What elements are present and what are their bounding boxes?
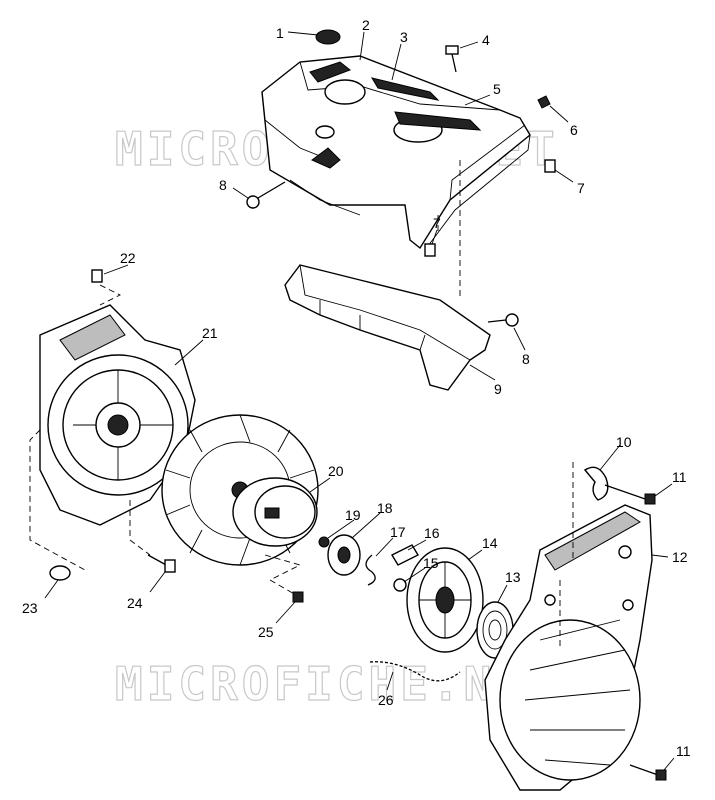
- callout-6: 6: [570, 122, 578, 138]
- callout-17: 17: [390, 524, 406, 540]
- pulley-part-14: [406, 547, 484, 653]
- callout-24: 24: [127, 595, 143, 611]
- recoil-housing-part-12: [484, 504, 653, 791]
- spring-part-17: [365, 554, 376, 586]
- cup-part-20: [232, 477, 318, 547]
- backplate-part-21: [39, 304, 196, 526]
- grommet-part-23: [49, 565, 71, 581]
- bolt-part-25: [292, 591, 304, 603]
- bolt-part-8a: [246, 181, 286, 209]
- callout-labels: 1 2 3 4 5 6 7 7 8 8 9 10 11 11 12 13 14 …: [22, 17, 691, 759]
- watermark-bottom: MICROFICHE.NET: [115, 657, 559, 711]
- callout-16: 16: [424, 525, 440, 541]
- rope-part-26: [369, 661, 461, 682]
- bolt-part-24: [147, 554, 176, 573]
- callout-13: 13: [505, 569, 521, 585]
- callout-14: 14: [482, 535, 498, 551]
- callout-20: 20: [328, 463, 344, 479]
- callout-3: 3: [400, 29, 408, 45]
- callout-15: 15: [423, 555, 439, 571]
- callout-23: 23: [22, 600, 38, 616]
- washer-part-15: [393, 578, 407, 592]
- callout-21: 21: [202, 325, 218, 341]
- callout-8a: 8: [219, 177, 227, 193]
- nut-part-6: [537, 95, 551, 109]
- callout-4: 4: [482, 32, 490, 48]
- pawl-part-16: [391, 544, 419, 566]
- shroud-part-9: [284, 264, 491, 391]
- callout-5: 5: [493, 81, 501, 97]
- leader-lines: [44, 31, 675, 771]
- callout-7a: 7: [577, 180, 585, 196]
- callout-2: 2: [362, 17, 370, 33]
- callout-9: 9: [494, 381, 502, 397]
- nut-part-19: [318, 536, 330, 548]
- callout-7b: 7: [433, 215, 441, 231]
- callout-26: 26: [378, 692, 394, 708]
- callout-25: 25: [258, 624, 274, 640]
- clamp-part-10: [583, 466, 609, 501]
- callout-10: 10: [616, 434, 632, 450]
- callout-12: 12: [672, 549, 688, 565]
- clip-part-7b: [424, 243, 436, 257]
- bolt-part-8b: [487, 313, 519, 327]
- alignment-lines: [29, 160, 574, 650]
- callout-18: 18: [377, 500, 393, 516]
- cap-part: [315, 29, 341, 45]
- plug-part-22: [91, 269, 103, 283]
- callout-1: 1: [276, 25, 284, 41]
- top-cover-part: [261, 55, 531, 251]
- callout-22: 22: [120, 250, 136, 266]
- callout-19: 19: [345, 507, 361, 523]
- plate-part-18: [327, 534, 361, 576]
- bolt-part-11b: [629, 764, 667, 781]
- callout-11b: 11: [676, 743, 691, 759]
- clip-part-7a: [544, 159, 556, 173]
- callout-11a: 11: [672, 469, 687, 485]
- bolt-part-11a: [604, 484, 656, 505]
- rod-part: [289, 179, 361, 216]
- callout-8b: 8: [522, 351, 530, 367]
- bolt-part-4: [445, 45, 459, 73]
